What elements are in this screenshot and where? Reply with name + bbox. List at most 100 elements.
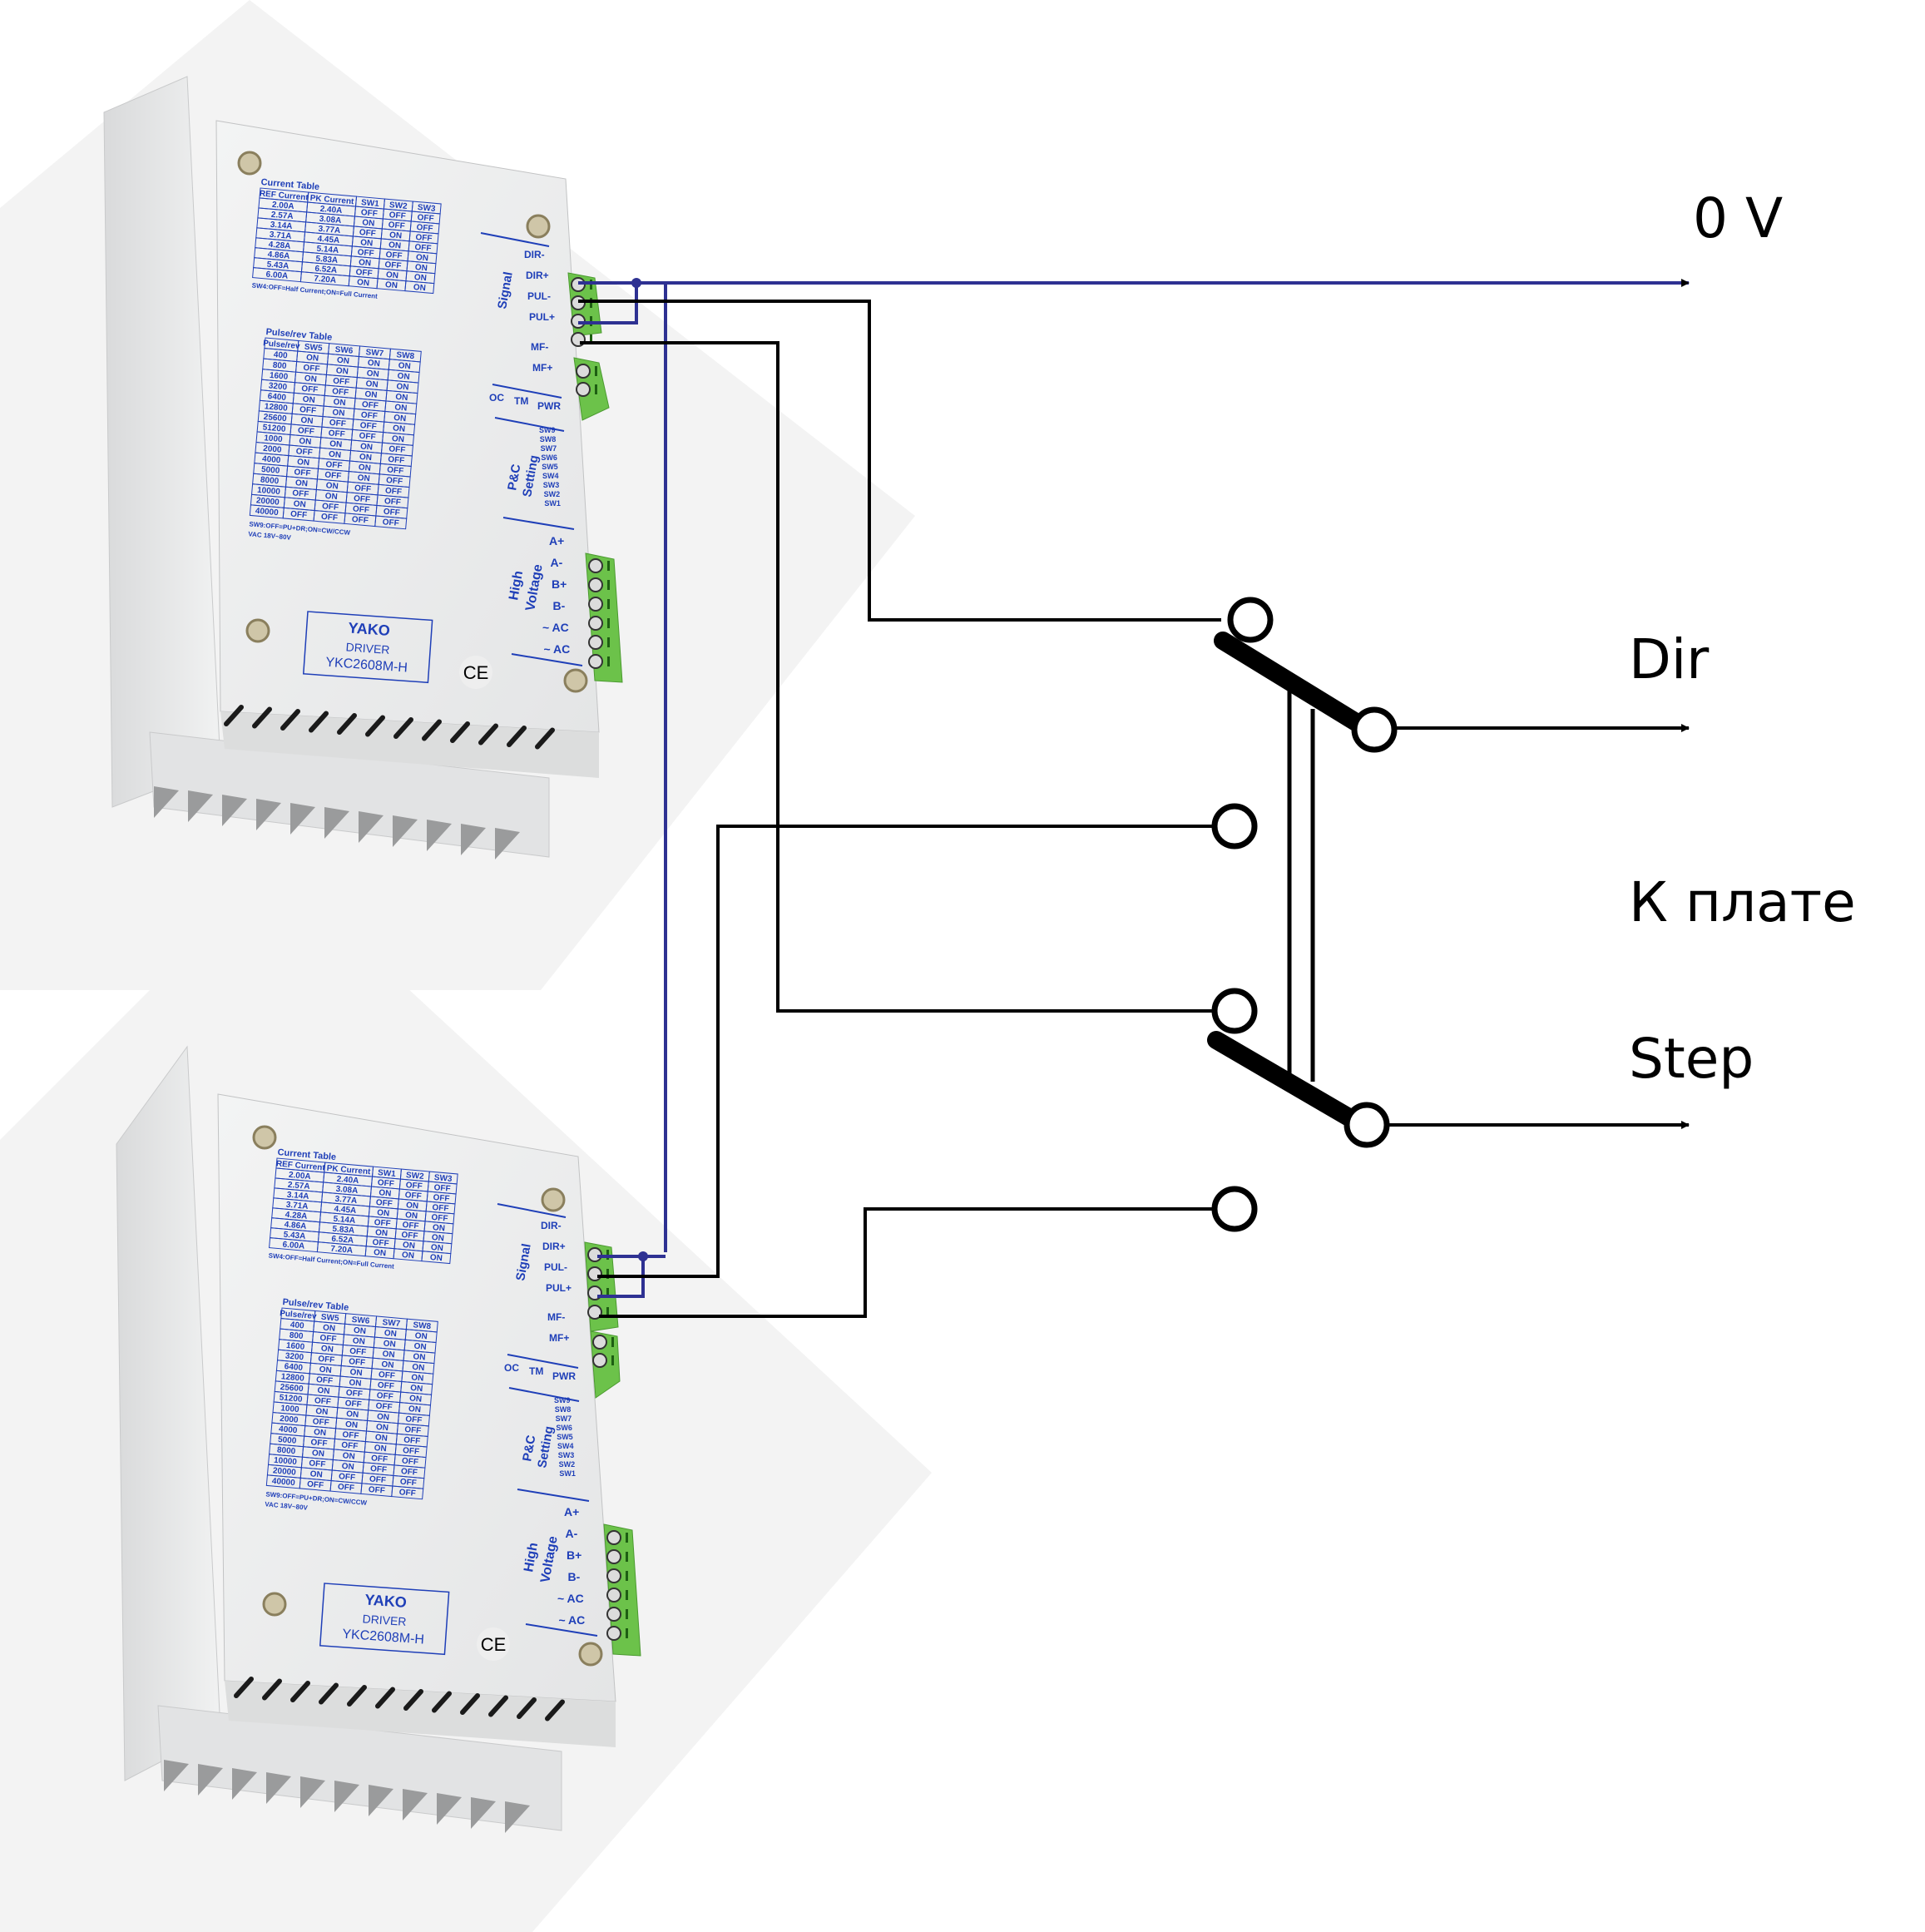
dip-switch-label: SW2 xyxy=(544,490,561,498)
table-cell: ON xyxy=(360,238,374,248)
table-cell: 4000 xyxy=(262,454,282,465)
table-cell: ON xyxy=(357,278,370,288)
power-pin-label: ~ AC xyxy=(557,1592,584,1605)
table-cell: OFF xyxy=(386,476,403,487)
heatsink-fin xyxy=(324,807,349,839)
table-cell: 8000 xyxy=(260,475,280,486)
terminal-slot xyxy=(590,334,592,344)
table-cell: ON xyxy=(432,1223,445,1233)
table-cell: ON xyxy=(360,442,374,452)
table-cell: OFF xyxy=(370,1464,388,1475)
terminal-screw-icon xyxy=(606,1549,621,1564)
table-header-cell: SW2 xyxy=(388,201,408,211)
table-cell: ON xyxy=(394,403,408,413)
upper-mf-minus-wire xyxy=(580,341,1215,1013)
table-cell: 3.08A xyxy=(335,1185,359,1196)
table-cell: ON xyxy=(431,1233,444,1243)
switch-contact-step-common xyxy=(1211,988,1258,1034)
table-cell: OFF xyxy=(292,488,309,499)
heatsink-fin xyxy=(222,795,247,826)
table-cell: OFF xyxy=(388,211,406,221)
table-cell: OFF xyxy=(318,1355,335,1365)
table-cell: OFF xyxy=(310,1438,328,1449)
table-header-cell: SW5 xyxy=(320,1313,339,1324)
table-cell: ON xyxy=(342,1451,355,1461)
table-cell: 2.00A xyxy=(288,1171,311,1181)
power-group-label: High xyxy=(507,570,526,602)
vent-slots xyxy=(224,705,555,750)
table-cell: ON xyxy=(429,1253,443,1263)
table-cell: OFF xyxy=(360,208,378,219)
table-cell: ON xyxy=(374,1444,387,1454)
table-cell: OFF xyxy=(316,1375,334,1386)
table-cell: 6.00A xyxy=(282,1240,305,1251)
vent-slot xyxy=(337,713,357,735)
terminal-slot xyxy=(606,1288,609,1298)
table-cell: 8000 xyxy=(276,1445,296,1456)
table-cell: ON xyxy=(383,1339,396,1349)
table-cell: OFF xyxy=(351,515,369,526)
pin-label: DIR+ xyxy=(526,270,549,281)
terminal-slot xyxy=(626,1628,628,1638)
table-cell: OFF xyxy=(341,1441,359,1452)
model-label-box: YAKO DRIVER YKC2608M-H xyxy=(319,1583,450,1656)
terminal-slot xyxy=(595,366,597,376)
table-cell: ON xyxy=(329,439,343,449)
driver-type-label: DRIVER xyxy=(362,1612,407,1628)
terminal-screw-icon xyxy=(576,382,591,397)
table-cell: OFF xyxy=(382,518,399,528)
table-header-cell: SW2 xyxy=(405,1171,424,1181)
table-cell: 6.52A xyxy=(331,1235,354,1246)
dip-switch-label: SW9 xyxy=(554,1396,571,1404)
table-cell: ON xyxy=(396,382,409,392)
terminal-slot xyxy=(626,1571,628,1581)
table-cell: OFF xyxy=(403,1446,420,1457)
vent-slot xyxy=(375,1687,395,1709)
table-cell: OFF xyxy=(359,228,376,239)
table-cell: ON xyxy=(315,1407,329,1417)
dpdt-switch[interactable] xyxy=(1207,597,1398,1232)
table-cell: OFF xyxy=(314,1396,331,1407)
table-cell: ON xyxy=(401,1251,414,1261)
terminal-screw-icon xyxy=(592,1353,607,1368)
table-cell: OFF xyxy=(433,1193,450,1204)
pin-label: MF- xyxy=(531,341,548,353)
table-cell: ON xyxy=(397,372,410,382)
table-cell: ON xyxy=(324,492,338,502)
table-cell: OFF xyxy=(405,1181,423,1191)
terminal-screw-icon xyxy=(606,1568,621,1583)
table-cell: ON xyxy=(374,1248,387,1258)
table-cell: 800 xyxy=(289,1331,304,1341)
signal-wires xyxy=(578,300,1690,1318)
table-header-cell: SW3 xyxy=(417,203,436,214)
table-cell: OFF xyxy=(324,471,342,482)
table-cell: 1000 xyxy=(280,1404,300,1414)
dip-switch-label: SW6 xyxy=(556,1424,572,1432)
table-cell: OFF xyxy=(322,502,339,513)
table-cell: OFF xyxy=(349,1347,367,1358)
terminal-slot xyxy=(607,561,610,571)
table-cell: 20000 xyxy=(273,1466,297,1477)
table-cell: OFF xyxy=(295,447,313,458)
heatsink-fin xyxy=(437,1793,462,1825)
table-cell: 3200 xyxy=(285,1351,304,1362)
table-cell: ON xyxy=(379,1188,392,1198)
table-cell: 40000 xyxy=(271,1477,295,1488)
vent-slot xyxy=(234,1677,254,1698)
table-cell: ON xyxy=(409,1394,423,1404)
table-cell: OFF xyxy=(344,1399,362,1409)
switch-lever-step[interactable] xyxy=(1207,1031,1361,1128)
heatsink-fin xyxy=(154,786,179,818)
terminal-screw-icon xyxy=(606,1626,621,1641)
table-cell: 51200 xyxy=(262,423,286,433)
junction-dot xyxy=(638,1251,648,1261)
table-cell: ON xyxy=(362,218,375,228)
table-cell: OFF xyxy=(432,1203,449,1214)
table-cell: ON xyxy=(346,1409,359,1419)
dip-switch-label: SW5 xyxy=(542,463,558,471)
switch-lever-dir[interactable] xyxy=(1214,632,1365,731)
table-cell: 25600 xyxy=(280,1383,304,1394)
led-label-pwr: PWR xyxy=(552,1370,576,1382)
table-cell: OFF xyxy=(404,1425,422,1436)
led-label-oc: OC xyxy=(504,1362,519,1374)
